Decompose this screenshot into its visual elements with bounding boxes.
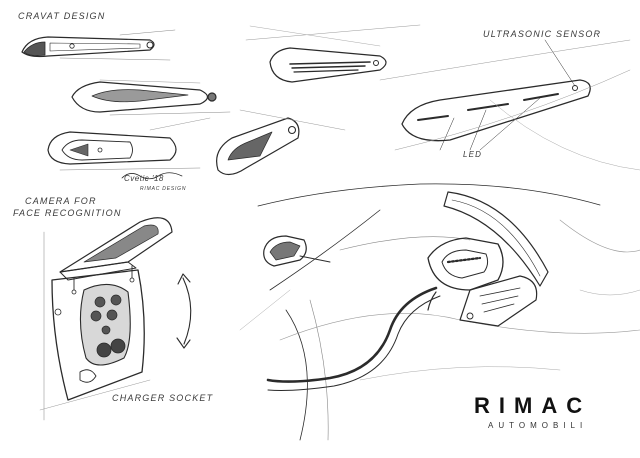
label-face-recognition: FACE RECOGNITION [13,208,122,218]
charger-plug-sketch [428,238,537,326]
charging-cable-sketch [268,288,440,391]
cravat-handle-2 [72,80,230,115]
cravat-handle-1 [22,30,175,60]
charger-door-sketch [60,218,172,294]
brand-logo: RIMAC [474,393,592,418]
rotation-arrow [177,274,191,348]
charging-flap-sketch [444,192,548,286]
brand-subtitle: AUTOMOBILI [488,421,588,430]
label-ultrasonic-sensor: ULTRASONIC SENSOR [483,29,602,39]
top-strip-sketch [246,25,420,82]
signature-dept: RIMAC DESIGN [140,186,187,192]
signature-name: Cvetic '18 [124,174,164,183]
label-camera-for: CAMERA FOR [25,196,97,206]
cravat-handle-4 [217,110,345,175]
label-led: LED [463,150,483,159]
designer-signature [122,173,182,179]
label-charger-socket: CHARGER SOCKET [112,393,214,403]
cravat-handle-3 [48,118,210,170]
sensor-strip-sketch [380,40,640,170]
side-mirror-sketch [264,236,330,266]
charger-socket-body [40,232,150,420]
label-cravat-design: CRAVAT DESIGN [18,11,106,21]
